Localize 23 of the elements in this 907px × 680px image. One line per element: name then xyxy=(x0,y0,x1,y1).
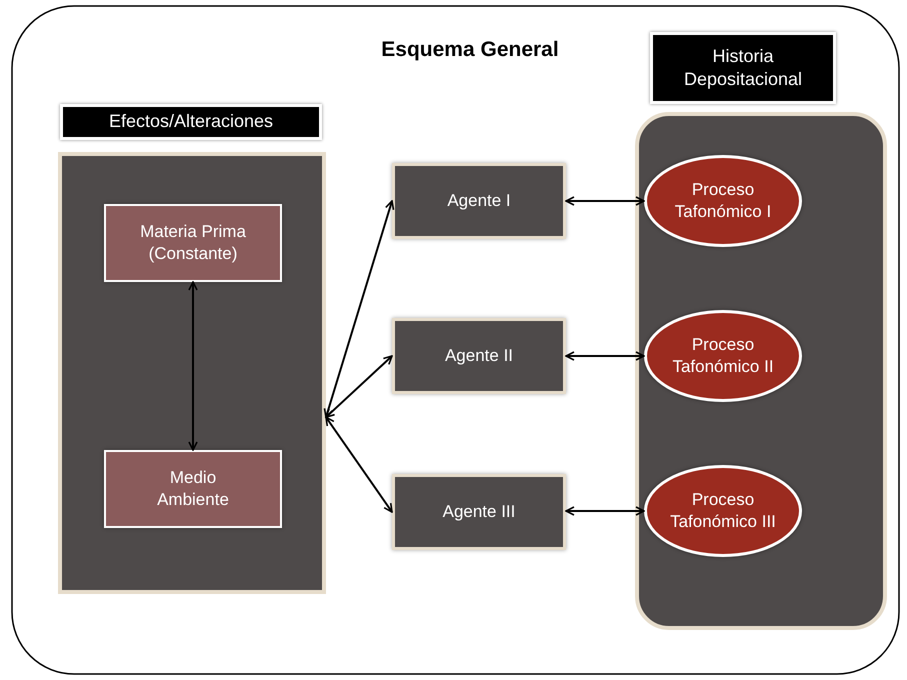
node-label: Proceso Tafonómico III xyxy=(669,488,777,533)
node-label: Materia Prima (Constante) xyxy=(139,220,247,265)
double-arrow xyxy=(565,196,645,206)
double-arrow xyxy=(565,351,645,361)
factor-box xyxy=(104,450,282,528)
double-arrow xyxy=(565,506,645,516)
double-arrow xyxy=(325,416,393,513)
double-arrow xyxy=(324,200,394,418)
double-arrow xyxy=(188,281,198,451)
node-label: Agente I xyxy=(447,190,511,212)
double-arrow xyxy=(325,355,393,418)
node-label: Agente II xyxy=(444,344,514,367)
agent-box xyxy=(392,318,566,394)
node-label: Medio Ambiente xyxy=(156,466,230,511)
section-heading: Efectos/Alteraciones xyxy=(108,110,274,134)
node-label: Proceso Tafonómico I xyxy=(674,178,772,223)
factor-box xyxy=(104,204,282,282)
agent-box xyxy=(392,163,566,239)
node-label: Agente III xyxy=(442,500,516,523)
diagram-title: Esquema General xyxy=(380,38,560,62)
node-label: Proceso Tafonómico II xyxy=(671,334,775,378)
section-heading: Historia Depositacional xyxy=(682,44,804,91)
agent-box xyxy=(392,474,566,550)
